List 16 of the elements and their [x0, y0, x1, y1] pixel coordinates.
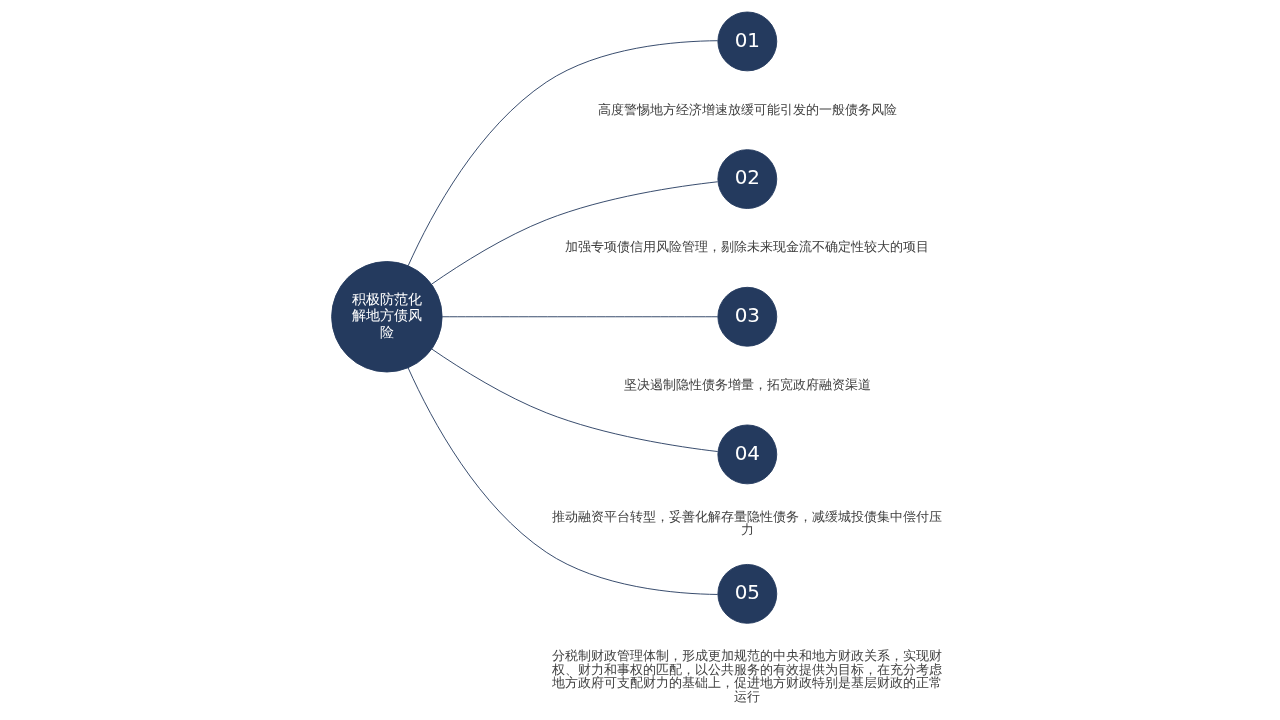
connector	[407, 367, 719, 595]
node-label: 高度警惕地方经济增速放缓可能引发的一般债务风险	[597, 101, 897, 117]
node-circle: 02	[717, 149, 778, 209]
node-circle: 05	[717, 564, 778, 624]
node-label: 加强专项债信用风险管理，剔除未来现金流不确定性较大的项目	[565, 239, 930, 255]
node-label: 分税制财政管理体制，形成更加规范的中央和地方财政关系，实现财权、财力和事权的匹配，以公共服务的有效提供为目标，在充分考虑地方政府可支配财力的基础上，促进地方财政特别是基层财政的正常运行	[552, 648, 943, 704]
connector	[431, 348, 719, 452]
connector	[431, 181, 719, 285]
node-circle: 积极防范化解地方债风险	[331, 261, 443, 373]
node-label: 坚决遏制隐性债务增量，拓宽政府融资渠道	[623, 376, 871, 392]
node-circle: 03	[717, 286, 778, 347]
node-label: 推动融资平台转型，妥善化解存量隐性债务，减缓城投债集中偿付压力	[552, 508, 943, 538]
connector	[407, 40, 719, 267]
node-circle: 01	[717, 11, 778, 72]
connector	[441, 316, 719, 318]
node-circle: 04	[717, 424, 778, 485]
